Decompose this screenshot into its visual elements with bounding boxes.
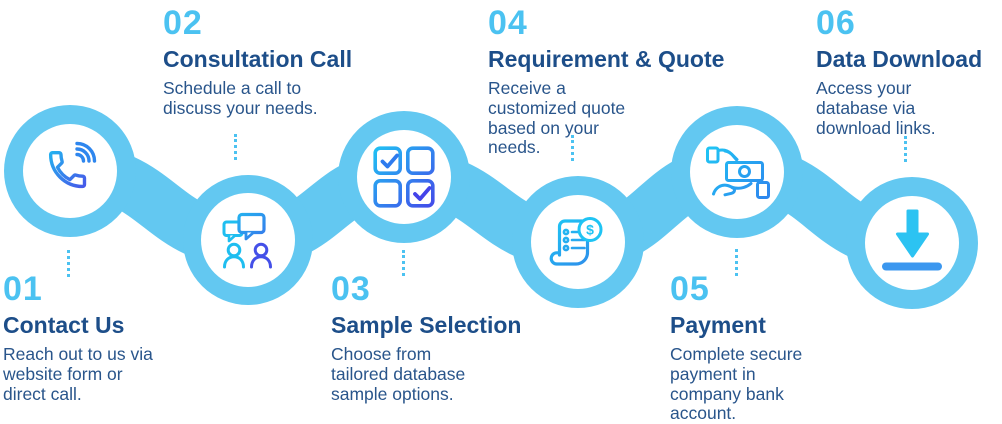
step-description: Complete secure payment in company bank … [670, 344, 803, 424]
step-description: Receive a customized quote based on your… [488, 78, 724, 158]
desc-line: Choose from [331, 344, 432, 365]
step-3-block: 03 Sample Selection Choose from tailored… [331, 272, 521, 404]
phone-icon [48, 141, 97, 189]
step-number: 01 [3, 270, 43, 308]
desc-line: account. [670, 403, 737, 424]
desc-line: Schedule a call to [163, 78, 302, 99]
dotted-connector-1 [67, 250, 70, 277]
dotted-connector-5 [735, 249, 738, 276]
desc-line: needs. [488, 137, 541, 158]
desc-line: company bank [670, 383, 784, 404]
step-title: Contact Us [3, 312, 125, 338]
desc-line: tailored database [331, 363, 466, 384]
step-5-block: 05 Payment Complete secure payment in co… [670, 272, 802, 424]
step-title: Consultation Call [163, 46, 353, 72]
dollar-sign-glyph: $ [586, 222, 594, 238]
desc-line: Access your [816, 78, 912, 99]
download-arrow [896, 209, 929, 258]
desc-line: Complete secure [670, 344, 803, 365]
step-title: Payment [670, 312, 766, 338]
step-4-block: 04 Requirement & Quote Receive a customi… [488, 6, 724, 158]
step-title: Sample Selection [331, 312, 522, 338]
download-icon [882, 209, 942, 271]
step-number: 02 [163, 4, 203, 42]
checkboxes-icon [373, 146, 435, 208]
desc-line: Receive a [488, 78, 566, 99]
step-description: Reach out to us via website form or dire… [3, 344, 153, 404]
dotted-connector-2 [234, 134, 237, 160]
desc-line: Reach out to us via [3, 344, 153, 365]
step-title: Data Download [816, 46, 983, 72]
desc-line: database via [816, 97, 916, 118]
desc-line: download links. [816, 117, 936, 138]
desc-line: payment in [670, 363, 756, 384]
dotted-connector-4 [571, 135, 574, 161]
desc-line: discuss your needs. [163, 97, 318, 118]
step-number: 06 [816, 4, 856, 42]
step-1-block: 01 Contact Us Reach out to us via websit… [3, 272, 153, 404]
payment-icon [706, 146, 770, 199]
desc-line: website form or [3, 363, 123, 384]
desc-line: direct call. [3, 383, 82, 404]
step-description: Access your database via download links. [816, 78, 982, 138]
invoice-icon: $ [549, 217, 603, 266]
step-description: Schedule a call to discuss your needs. [163, 78, 352, 119]
step-description: Choose from tailored database sample opt… [331, 344, 521, 404]
step-2-block: 02 Consultation Call Schedule a call to … [163, 6, 352, 119]
step-number: 05 [670, 270, 710, 308]
dotted-connector-3 [402, 250, 405, 276]
dotted-connector-6 [904, 136, 907, 162]
chat-icon [222, 212, 272, 269]
desc-line: based on your [488, 117, 599, 138]
step-number: 04 [488, 4, 528, 42]
step-6-block: 06 Data Download Access your database vi… [816, 6, 982, 138]
desc-line: sample options. [331, 383, 454, 404]
step-title: Requirement & Quote [488, 46, 725, 72]
step-number: 03 [331, 270, 371, 308]
desc-line: customized quote [488, 97, 626, 118]
